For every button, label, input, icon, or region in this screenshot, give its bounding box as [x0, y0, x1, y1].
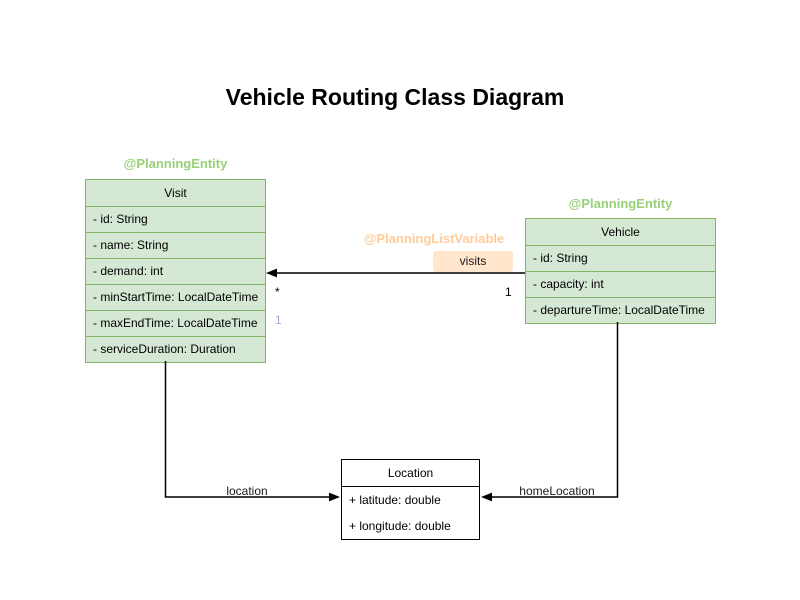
visit-class-name: Visit [164, 186, 187, 200]
visit-attribute: - maxEndTime: LocalDateTime [86, 310, 265, 336]
vehicle-class-node[interactable]: Vehicle - id: String - capacity: int - d… [525, 218, 716, 324]
location-class-node[interactable]: Location + latitude: double + longitude:… [341, 459, 480, 540]
home-location-edge [481, 322, 619, 502]
visit-attribute: - serviceDuration: Duration [86, 336, 265, 362]
visits-edge-label[interactable]: visits [433, 251, 513, 272]
diagram-title: Vehicle Routing Class Diagram [225, 84, 565, 110]
visit-attribute: - minStartTime: LocalDateTime [86, 284, 265, 310]
vehicle-attribute: - id: String [526, 245, 715, 271]
location-edge [164, 361, 340, 502]
location-attribute: + latitude: double [349, 493, 441, 507]
location-edge-label: location [226, 484, 268, 498]
visit-attribute: - id: String [86, 206, 265, 232]
vehicle-annotation: @PlanningEntity [568, 196, 673, 211]
vehicle-class-name: Vehicle [601, 225, 640, 239]
planning-list-variable-annotation: @PlanningListVariable [363, 231, 505, 246]
visit-attribute: - name: String [86, 232, 265, 258]
location-class-name: Location [387, 466, 434, 480]
visits-source-multiplicity: 1 [505, 285, 512, 299]
vehicle-attribute: - departureTime: LocalDateTime [526, 297, 715, 323]
visits-target-multiplicity: * [275, 285, 280, 299]
vehicle-attribute: - capacity: int [526, 271, 715, 297]
visit-class-node[interactable]: Visit - id: String - name: String - dema… [85, 179, 266, 363]
home-location-edge-label: homeLocation [519, 484, 595, 498]
visits-extra-label: 1 [275, 313, 282, 327]
location-attribute: + longitude: double [349, 519, 451, 533]
visit-annotation: @PlanningEntity [123, 156, 228, 171]
visit-attribute: - demand: int [86, 258, 265, 284]
location-attributes: + latitude: double + longitude: double [342, 486, 479, 539]
